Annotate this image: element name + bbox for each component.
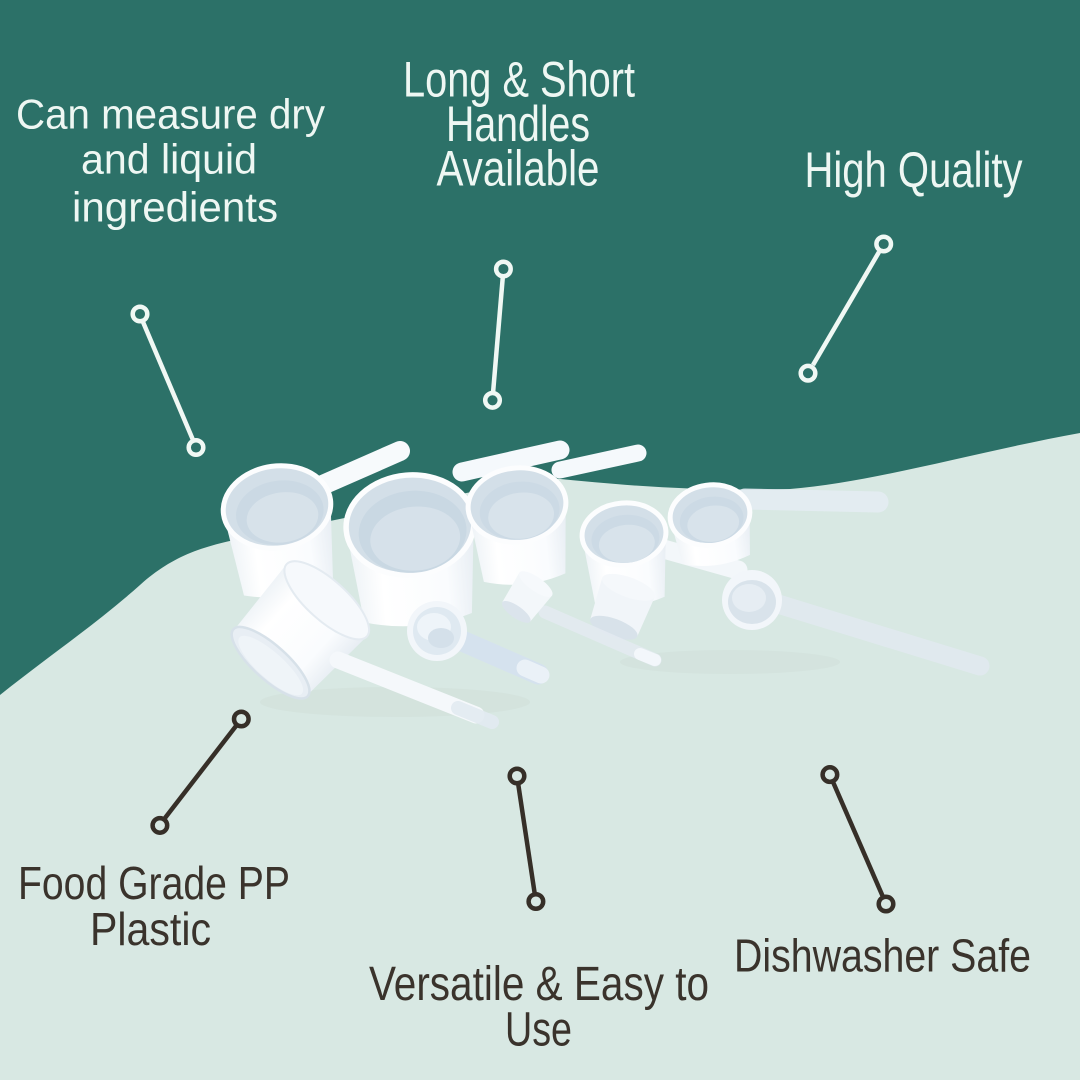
svg-text:Dishwasher Safe: Dishwasher Safe xyxy=(734,930,1031,982)
svg-text:Handles: Handles xyxy=(446,96,590,152)
svg-text:High Quality: High Quality xyxy=(805,142,1023,198)
svg-text:Long & Short: Long & Short xyxy=(403,52,635,108)
svg-text:and liquid: and liquid xyxy=(81,135,257,182)
svg-text:Plastic: Plastic xyxy=(90,903,211,955)
svg-text:Versatile & Easy to: Versatile & Easy to xyxy=(369,958,709,1011)
svg-text:Available: Available xyxy=(437,141,600,197)
svg-text:ingredients: ingredients xyxy=(72,184,278,231)
svg-text:Can measure dry: Can measure dry xyxy=(16,90,325,137)
svg-text:Use: Use xyxy=(505,1004,572,1057)
svg-text:Food Grade PP: Food Grade PP xyxy=(18,857,290,909)
